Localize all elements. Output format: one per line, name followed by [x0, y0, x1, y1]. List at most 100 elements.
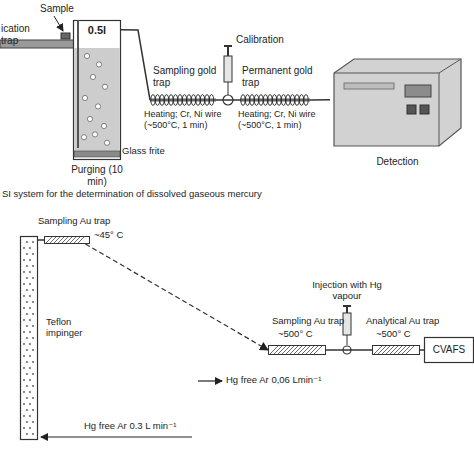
coil-winding	[209, 95, 213, 106]
bead	[23, 283, 25, 285]
tube-connector	[38, 239, 44, 241]
node-text: Sampling gold trap	[153, 65, 223, 89]
bead	[23, 271, 25, 273]
syringe-needle	[228, 82, 229, 95]
bead	[26, 397, 28, 399]
bead	[23, 355, 25, 357]
syringe-barrel	[224, 56, 232, 82]
bead	[26, 349, 28, 351]
hatch	[274, 346, 282, 354]
bead	[23, 415, 25, 417]
coil-winding	[182, 95, 186, 106]
bead	[23, 403, 25, 405]
bead	[32, 337, 34, 339]
syringe-plunger	[224, 45, 232, 47]
dashed-arrow	[85, 244, 268, 350]
part-label: Sample	[40, 3, 90, 15]
gold-trap-outline	[150, 94, 216, 106]
part-label: Purging (10 min)	[66, 164, 128, 188]
sample-septum	[61, 33, 70, 39]
bead	[23, 427, 25, 429]
purging-vessel: 0.5l	[73, 20, 121, 160]
bead	[26, 337, 28, 339]
bead	[23, 319, 25, 321]
au-trap-outline	[44, 236, 90, 244]
coil-winding	[164, 95, 168, 106]
au-trap: Sampling Au trap~500° C	[268, 345, 326, 355]
bead	[32, 325, 34, 327]
glass-frit	[74, 151, 120, 157]
bead	[32, 385, 34, 387]
node-text: 0.5l	[73, 24, 121, 37]
coil-winding	[191, 95, 195, 106]
bead	[26, 253, 28, 255]
bead	[32, 301, 34, 303]
bead	[29, 391, 31, 393]
trap-tube	[269, 346, 326, 355]
bubble	[84, 53, 89, 58]
coil-winding	[200, 95, 204, 106]
bead	[23, 379, 25, 381]
trap-tube	[45, 237, 90, 244]
bead	[32, 313, 34, 315]
bead	[23, 295, 25, 297]
bead	[29, 355, 31, 357]
bubble	[95, 104, 100, 109]
bead	[32, 433, 34, 435]
bead	[29, 403, 31, 405]
node-text: ~500° C	[376, 328, 426, 339]
tube-connector	[310, 99, 330, 101]
liquid	[74, 48, 120, 151]
coil-winding	[295, 95, 299, 106]
syringe-plunger	[343, 305, 351, 307]
bead	[32, 265, 34, 267]
impinger-wall	[21, 237, 38, 440]
button	[420, 105, 429, 114]
coil-winding	[299, 95, 303, 106]
bead	[23, 259, 25, 261]
node-text: Detection	[330, 156, 465, 168]
detector-box	[425, 338, 474, 363]
coil-winding	[263, 95, 267, 106]
purging-vessel-outline	[73, 20, 121, 160]
hatch	[394, 346, 402, 354]
bead	[32, 421, 34, 423]
bead	[32, 397, 34, 399]
bubble	[82, 95, 87, 100]
instrument-edge	[334, 59, 461, 146]
bead	[32, 241, 34, 243]
hatch	[310, 346, 318, 354]
bead	[26, 373, 28, 375]
hatch	[406, 346, 414, 354]
bead	[26, 325, 28, 327]
bead	[29, 259, 31, 261]
coil-winding	[241, 95, 245, 106]
bubble	[81, 135, 86, 140]
bead	[32, 409, 34, 411]
bead	[23, 307, 25, 309]
node-text: ~500° C	[278, 328, 338, 339]
bead	[29, 295, 31, 297]
coil-winding	[272, 95, 276, 106]
au-trap: Analytical Au trap~500° C	[372, 345, 420, 355]
hatch	[314, 346, 322, 354]
button	[407, 105, 416, 114]
node-text: Sampling Au trap	[272, 315, 362, 326]
bead	[29, 283, 31, 285]
bead	[29, 427, 31, 429]
bead	[26, 421, 28, 423]
hatch	[78, 237, 84, 243]
gold-trap: Permanent gold trapHeating; Cr, Ni wire …	[240, 94, 310, 106]
instrument-body	[334, 59, 461, 146]
syringe-plunger	[227, 46, 229, 56]
au-trap: Sampling Au trap~45° C	[44, 236, 90, 244]
bead	[26, 277, 28, 279]
bead	[26, 265, 28, 267]
node-text: Sampling Au trap	[38, 215, 138, 226]
bead	[29, 331, 31, 333]
bead	[23, 247, 25, 249]
bead	[32, 277, 34, 279]
bead	[32, 289, 34, 291]
part-label: Injection with Hg vapour	[305, 279, 389, 302]
